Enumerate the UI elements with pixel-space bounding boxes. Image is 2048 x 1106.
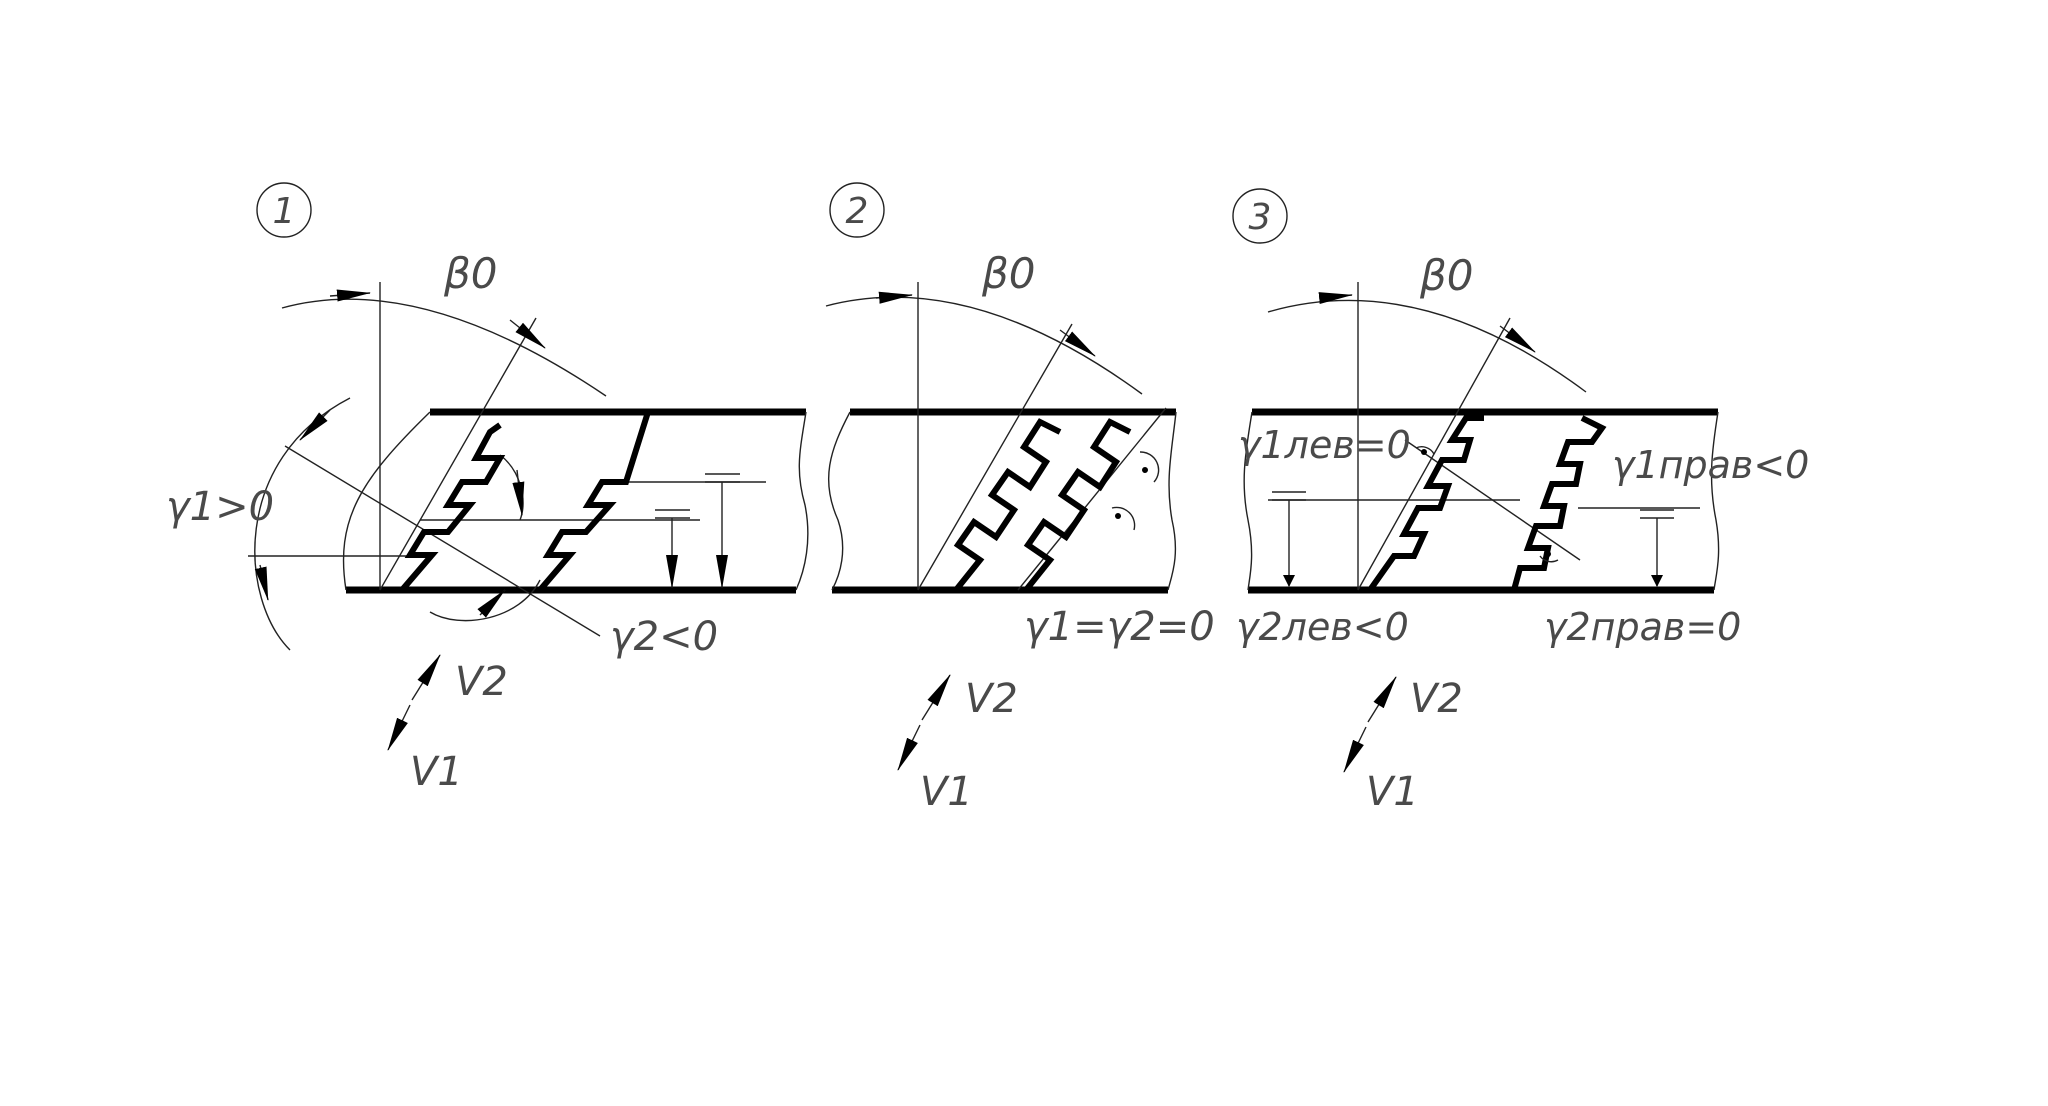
panel-1-gamma2-arc [429, 579, 541, 622]
panel-3-gamma2-right-label: γ2прав=0 [1544, 605, 1741, 649]
panel-1-gamma1-label: γ1>0 [166, 484, 274, 530]
panel-1-inclined-line [379, 317, 537, 591]
panel-3-right-angle-dot-right [1545, 551, 1551, 557]
panel-3-v1-label: V1 [1366, 769, 1419, 815]
panel-3-gamma2-left-label: γ2лев<0 [1236, 605, 1409, 649]
panel-1-ground-symbol-2 [705, 473, 740, 589]
panel-1-gamma1-arrow-bottom [254, 564, 269, 601]
panel-2-number: 2 [846, 191, 869, 232]
panel-1-v1-label: V1 [410, 749, 463, 795]
panel-1-normal-line [284, 445, 601, 637]
panel-3-beta-arrow-left [1318, 292, 1353, 305]
panel-2-v1-arrow [897, 724, 921, 771]
panel-2-v2-label: V2 [965, 676, 1018, 722]
panel-3-right-break [1710, 411, 1720, 591]
panel-1-beta-arc [281, 298, 607, 397]
panel-1: 1 β0 [166, 182, 809, 795]
panel-1-ground-symbol-1 [655, 509, 690, 589]
panel-2-right-angle-dot-2 [1115, 513, 1121, 519]
panel-3-v2-arrow [1367, 676, 1397, 723]
panel-2-right-break [1167, 411, 1177, 591]
panel-2-right-angle-dot-1 [1142, 467, 1148, 473]
panel-1-v2-label: V2 [455, 659, 508, 705]
panel-2-number-circle [829, 182, 885, 238]
panel-1-beta-arrow-right [509, 319, 546, 349]
panel-2-beta-label: β0 [981, 249, 1036, 298]
panel-2-beta-arrow-left [875, 291, 913, 304]
panel-3-gamma1-left-label: γ1лев=0 [1238, 423, 1411, 467]
panel-1-left-break [342, 411, 431, 591]
panel-2-inclined-line [917, 323, 1073, 591]
panel-3-right-angle-left [1415, 446, 1435, 455]
panel-2-gamma-label: γ1=γ2=0 [1024, 604, 1215, 650]
panel-3-beta-label: β0 [1419, 251, 1474, 300]
panel-2-right-angle-2 [1111, 506, 1136, 531]
panel-1-gamma2-label: γ2<0 [610, 614, 718, 660]
panel-3-tooth-profile-left [1367, 415, 1484, 592]
panel-1-v1-arrow [387, 704, 411, 751]
panel-1-tooth-profile-2 [537, 411, 651, 592]
panel-1-beta-arrow-left [329, 289, 371, 302]
panel-1-number-circle [256, 182, 312, 238]
panel-3-v1-arrow [1343, 726, 1367, 773]
panel-3-ground-symbol-right [1640, 509, 1674, 587]
panel-2: 2 β0 γ1=γ2=0 V2 V1 [825, 182, 1215, 815]
panel-1-beta-label: β0 [443, 249, 498, 298]
panel-1-v2-arrow [411, 654, 441, 701]
panel-2-tooth-profile-2 [1023, 418, 1132, 592]
panel-1-gamma2-arrow [477, 589, 506, 618]
panel-3: 3 β0 γ1лев=0 γ1прав<0 γ2л [1232, 188, 1809, 815]
panel-2-v2-arrow [921, 674, 951, 721]
panel-3-right-angle-dot-left [1421, 449, 1427, 455]
panel-3-beta-arc [1267, 299, 1587, 393]
panel-2-right-angle-1 [1139, 451, 1160, 483]
panel-3-number: 3 [1249, 197, 1272, 238]
panel-2-beta-arrow-right [1059, 329, 1096, 357]
panel-3-gamma1-right-label: γ1прав<0 [1612, 443, 1809, 487]
panel-1-tooth-profile-1 [399, 422, 506, 592]
panel-3-ground-symbol-left [1272, 491, 1306, 587]
panel-3-v2-label: V2 [1410, 676, 1463, 722]
panel-1-right-break [795, 411, 809, 591]
panel-2-inclined-line-2 [1017, 407, 1167, 591]
panel-3-beta-arrow-right [1499, 325, 1536, 353]
panel-3-number-circle [1232, 188, 1288, 244]
panel-1-inner-arrow [512, 469, 525, 516]
panel-3-tooth-profile-right [1511, 415, 1607, 591]
panel-2-tooth-profile-1 [953, 418, 1062, 592]
panel-2-beta-arc [825, 296, 1143, 395]
panel-2-left-break [827, 411, 851, 591]
panel-1-number: 1 [273, 191, 296, 232]
panel-3-right-angle-right [1539, 555, 1559, 563]
panel-1-gamma1-arrow-top [299, 409, 331, 441]
panel-3-left-break [1243, 411, 1253, 591]
panel-2-v1-label: V1 [920, 769, 973, 815]
